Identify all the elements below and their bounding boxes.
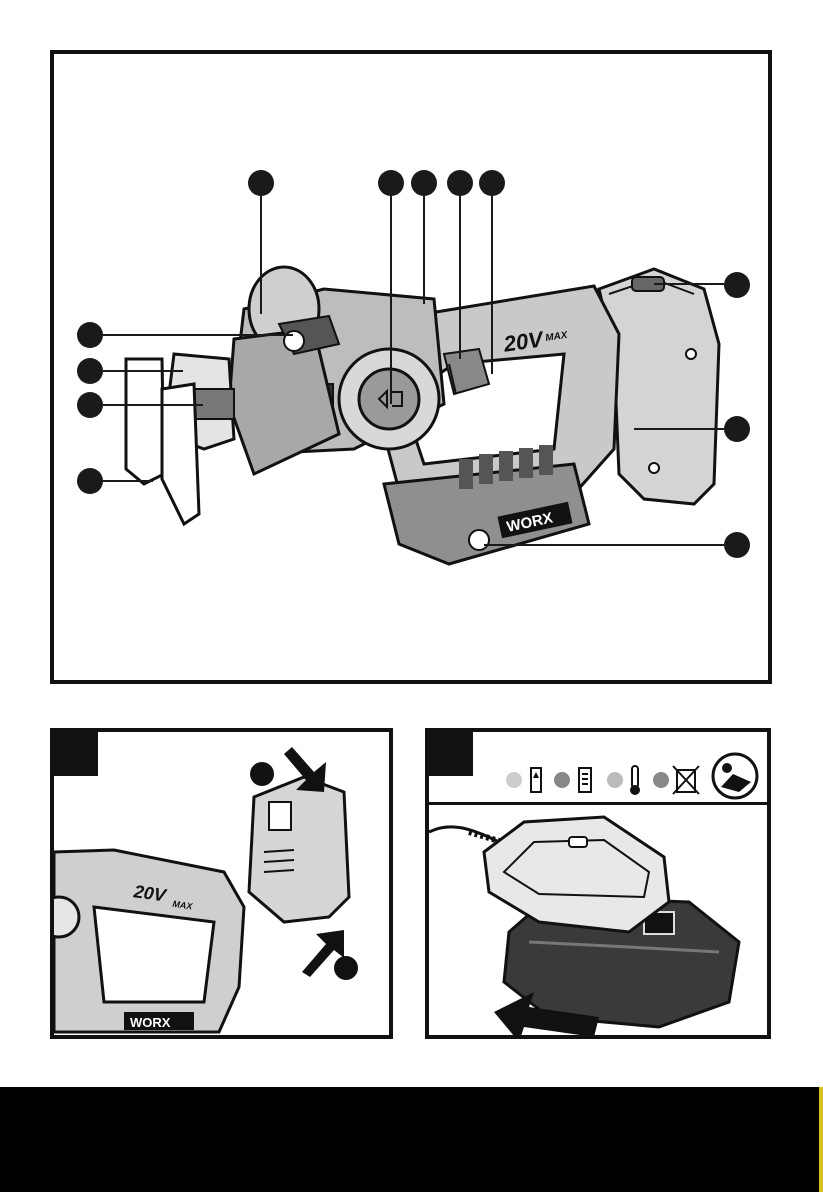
callout-leader xyxy=(103,480,153,482)
callout-leader xyxy=(103,404,203,406)
callout-leader xyxy=(484,544,724,546)
indicator-row xyxy=(429,732,767,802)
tool-brand-logo: WORX xyxy=(130,1015,171,1030)
charging-icon xyxy=(506,768,541,792)
reciprocating-saw-illustration: WORX 20V MAX xyxy=(54,54,768,680)
footer-bar xyxy=(0,1087,823,1192)
callout-marker xyxy=(724,416,750,442)
callout-marker xyxy=(724,532,750,558)
footer-accent-stripe xyxy=(819,1087,823,1192)
callout-leader xyxy=(423,194,425,304)
callout-leader xyxy=(491,194,493,374)
callout-leader xyxy=(103,334,293,336)
callout-leader xyxy=(390,194,392,404)
callout-marker xyxy=(77,468,103,494)
temperature-icon xyxy=(607,766,640,795)
battery-insert-illustration: 20V MAX WORX xyxy=(54,732,389,1035)
callout-marker xyxy=(479,170,505,196)
do-not-dispose-icon xyxy=(653,766,699,794)
callout-marker xyxy=(77,392,103,418)
callout-leader xyxy=(459,194,461,359)
callout-marker xyxy=(724,272,750,298)
battery-insert-panel: 20V MAX WORX xyxy=(50,728,393,1039)
battery-full-icon xyxy=(554,768,591,792)
read-manual-icon xyxy=(713,754,757,798)
callout-leader xyxy=(260,194,262,314)
callout-marker xyxy=(411,170,437,196)
callout-marker xyxy=(248,170,274,196)
tool-overview-figure: WORX 20V MAX xyxy=(50,50,772,684)
callout-marker xyxy=(447,170,473,196)
charger-illustration xyxy=(429,802,767,1035)
callout-marker xyxy=(378,170,404,196)
callout-leader xyxy=(103,370,183,372)
charging-panel xyxy=(425,728,771,1039)
callout-marker xyxy=(77,322,103,348)
callout-marker xyxy=(77,358,103,384)
callout-leader xyxy=(654,283,724,285)
callout-leader xyxy=(634,428,724,430)
